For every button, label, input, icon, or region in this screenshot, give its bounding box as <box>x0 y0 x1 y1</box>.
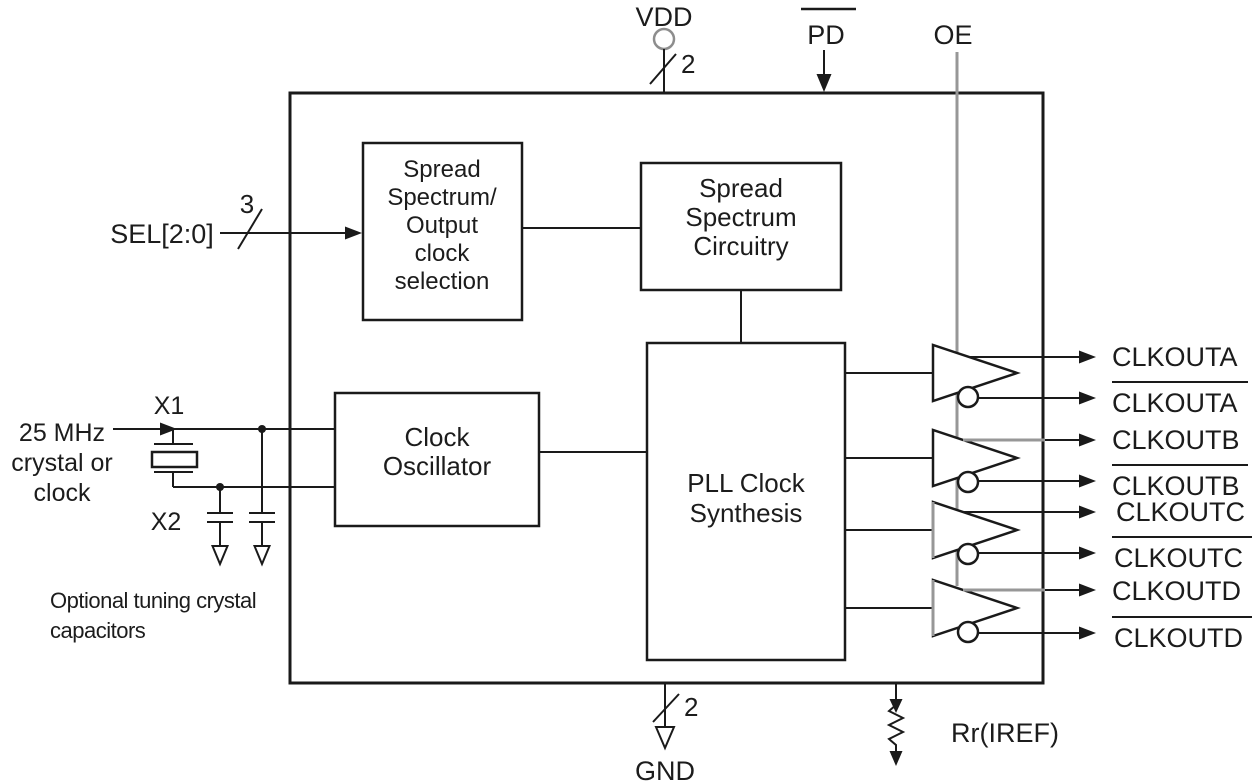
block-text: Spread <box>403 156 480 183</box>
clkoutb-label: CLKOUTB <box>1112 425 1240 455</box>
block-box <box>645 341 847 662</box>
gnd-pin: 2 GND <box>635 683 698 782</box>
vdd-pin-circle <box>652 27 676 51</box>
clock-source-line-2: crystal or <box>11 449 112 477</box>
clkoutc-n-label: CLKOUTC <box>1114 543 1243 573</box>
buffer-a-invert-bubble <box>956 385 980 409</box>
arrowhead-icon <box>1079 391 1096 405</box>
block-spread-spectrum-circuitry: Spread Spectrum Circuitry <box>639 161 843 292</box>
sel-bus-slash <box>237 208 263 250</box>
arrowhead-icon <box>1079 474 1096 488</box>
buffer-b-invert-bubble <box>956 470 980 494</box>
clock-source-line-1: 25 MHz <box>19 419 105 447</box>
block-box <box>361 141 524 322</box>
output-buffers <box>931 343 1021 644</box>
oe-label: OE <box>933 20 972 50</box>
arrowhead-icon <box>1079 546 1096 560</box>
vdd-bus-width: 2 <box>681 49 695 79</box>
arrowhead-icon <box>1079 350 1096 364</box>
crystal-circuit: 25 MHz crystal or clock X1 X2 <box>11 392 335 643</box>
pd-label: PD <box>807 20 845 50</box>
vdd-bus-slash <box>649 53 677 85</box>
block-text: Spectrum/ <box>387 184 497 211</box>
pd-arrowhead-icon <box>816 74 832 92</box>
block-spread-spectrum-selection: Spread Spectrum/ Output clock selection <box>361 141 524 322</box>
block-text: PLL Clock <box>687 468 806 498</box>
arrowhead-icon <box>1079 626 1096 640</box>
x2-label: X2 <box>151 508 182 536</box>
buffer-b-icon <box>931 428 1021 488</box>
sel-label: SEL[2:0] <box>110 219 214 249</box>
block-text: Clock <box>404 422 470 452</box>
cap-note-line-2: capacitors <box>50 618 146 643</box>
block-box <box>333 391 541 528</box>
clkoutc-label: CLKOUTC <box>1116 497 1245 527</box>
crystal-body <box>150 450 199 469</box>
output-lines: CLKOUTA CLKOUTA CLKOUTB CLKOUTB CLKOUTC … <box>963 342 1252 653</box>
oe-pin: OE <box>933 20 972 50</box>
vdd-label: VDD <box>635 2 692 32</box>
block-clock-oscillator: Clock Oscillator <box>333 391 541 528</box>
block-text: selection <box>395 268 490 295</box>
block-text: Output <box>406 212 478 239</box>
arrowhead-icon <box>1079 583 1096 597</box>
block-text: Oscillator <box>383 451 492 481</box>
block-text: Spread <box>699 173 783 203</box>
sel-arrowhead-icon <box>345 226 362 240</box>
block-box <box>639 161 843 292</box>
clock-source-line-3: clock <box>34 479 91 507</box>
block-pll-clock-synthesis: PLL Clock Synthesis <box>645 341 847 662</box>
gnd-label: GND <box>635 756 695 782</box>
iref-arrowhead-icon <box>889 751 903 766</box>
iref-pin: Rr(IREF) <box>886 683 1059 766</box>
arrowhead-icon <box>1079 505 1096 519</box>
vdd-pin: VDD 2 <box>635 2 695 93</box>
gnd-bus-slash <box>652 693 680 723</box>
buffer-a-icon <box>931 343 1021 403</box>
clkoutd-n-label: CLKOUTD <box>1114 623 1243 653</box>
internal-wires <box>522 227 933 609</box>
buffer-d-invert-bubble <box>956 620 980 644</box>
block-text: Synthesis <box>690 498 803 528</box>
clkouta-label: CLKOUTA <box>1112 342 1238 372</box>
block-text: Circuitry <box>693 231 788 261</box>
pd-pin: PD <box>801 7 856 92</box>
gnd-bus-width: 2 <box>684 692 698 722</box>
crystal-icon <box>150 429 199 487</box>
clkouta-n-label: CLKOUTA <box>1112 388 1238 418</box>
sel-input: SEL[2:0] 3 <box>110 189 362 250</box>
buffer-c-invert-bubble <box>956 542 980 566</box>
block-text: Spectrum <box>685 202 796 232</box>
chip-boundary <box>288 91 1045 685</box>
resistor-icon <box>886 704 906 752</box>
x1-label: X1 <box>154 392 185 420</box>
clkoutd-label: CLKOUTD <box>1112 576 1241 606</box>
block-text: clock <box>415 240 471 267</box>
ground-icon <box>211 545 229 567</box>
tuning-capacitor-1 <box>207 483 233 567</box>
gnd-arrow-icon <box>654 726 676 751</box>
tuning-capacitor-2 <box>249 425 275 567</box>
sel-bus-width: 3 <box>240 189 254 219</box>
iref-label: Rr(IREF) <box>951 718 1059 748</box>
x1-arrowhead-icon <box>160 422 177 436</box>
ground-icon <box>253 545 271 567</box>
arrowhead-icon <box>1079 433 1096 447</box>
cap-note-line-1: Optional tuning crystal <box>50 588 256 613</box>
clkoutb-n-label: CLKOUTB <box>1112 471 1240 501</box>
